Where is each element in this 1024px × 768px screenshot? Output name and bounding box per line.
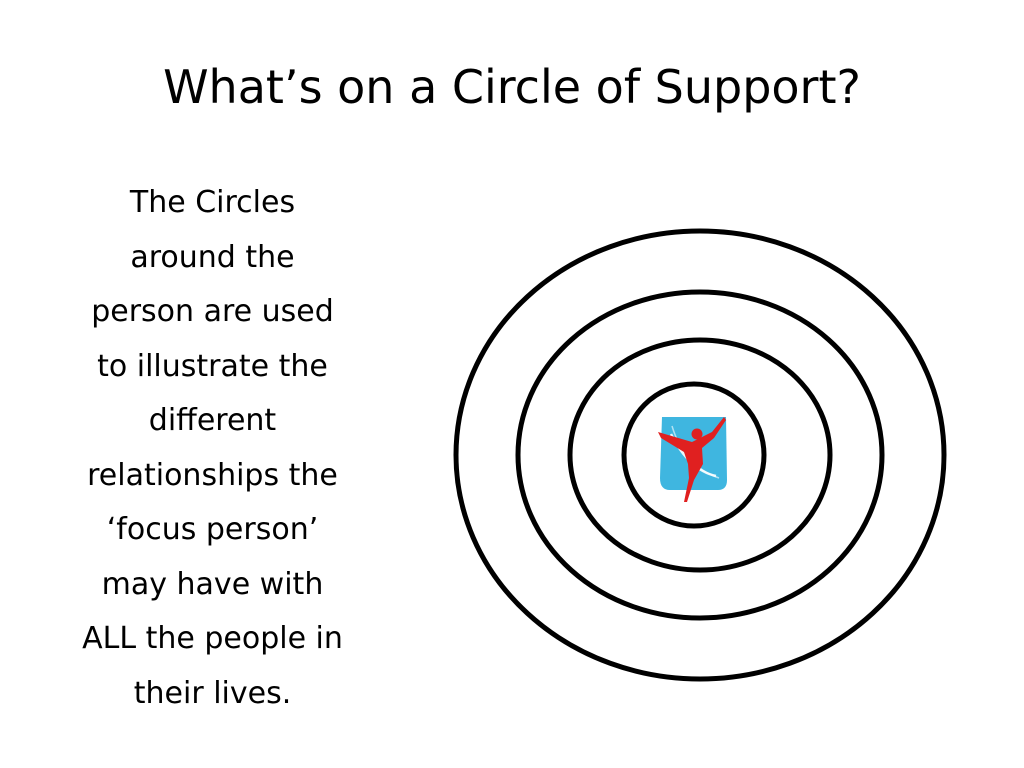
- body-line: ALL the people in: [82, 621, 343, 656]
- second-ring: [567, 337, 833, 573]
- slide-title: What’s on a Circle of Support?: [163, 60, 861, 114]
- body-line: their lives.: [133, 675, 292, 711]
- body-line: different: [148, 403, 277, 438]
- body-line: may have with: [101, 566, 324, 602]
- body-line: around the: [130, 239, 295, 275]
- outer-ring: [453, 228, 947, 682]
- third-ring: [515, 289, 885, 621]
- person-figure-icon: [658, 417, 727, 502]
- body-line: The Circles: [129, 185, 296, 220]
- body-line: ‘focus person’: [106, 512, 319, 547]
- circle-of-support-diagram: [453, 228, 947, 682]
- body-line: person are used: [91, 294, 334, 329]
- body-line: relationships the: [87, 457, 338, 493]
- inner-ring: [621, 381, 767, 529]
- body-line: to illustrate the: [97, 348, 328, 384]
- body-text: The Circles around the person are used t…: [40, 176, 385, 721]
